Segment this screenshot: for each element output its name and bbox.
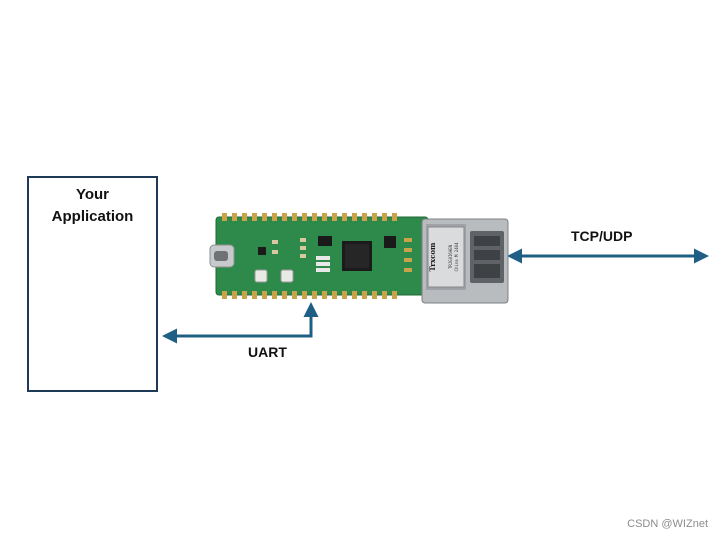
tcp-udp-label: TCP/UDP	[571, 228, 633, 244]
boot-button	[254, 269, 268, 283]
bottom-header-pins	[222, 291, 397, 299]
application-box: Your Application	[27, 176, 158, 392]
w55rp20-evb-board	[209, 213, 429, 299]
reset-button	[280, 269, 294, 283]
watermark: CSDN @WIZnet	[627, 518, 708, 530]
rj45-label-plate	[427, 226, 465, 288]
top-header-pins	[222, 213, 397, 221]
rj45-jack: Trxcom TRJG0I6AEN China M 2404	[421, 218, 509, 304]
uart-label: UART	[248, 344, 287, 360]
application-title-line2: Application	[51, 208, 134, 225]
rj45-code: TRJG0I6AEN	[448, 244, 453, 269]
rj45-origin: China M 2404	[454, 242, 459, 271]
application-title-line1: Your	[75, 186, 110, 203]
application-title: Your Application	[29, 184, 156, 228]
rj45-brand: Trxcom	[428, 242, 437, 271]
uart-arrow	[162, 302, 319, 344]
